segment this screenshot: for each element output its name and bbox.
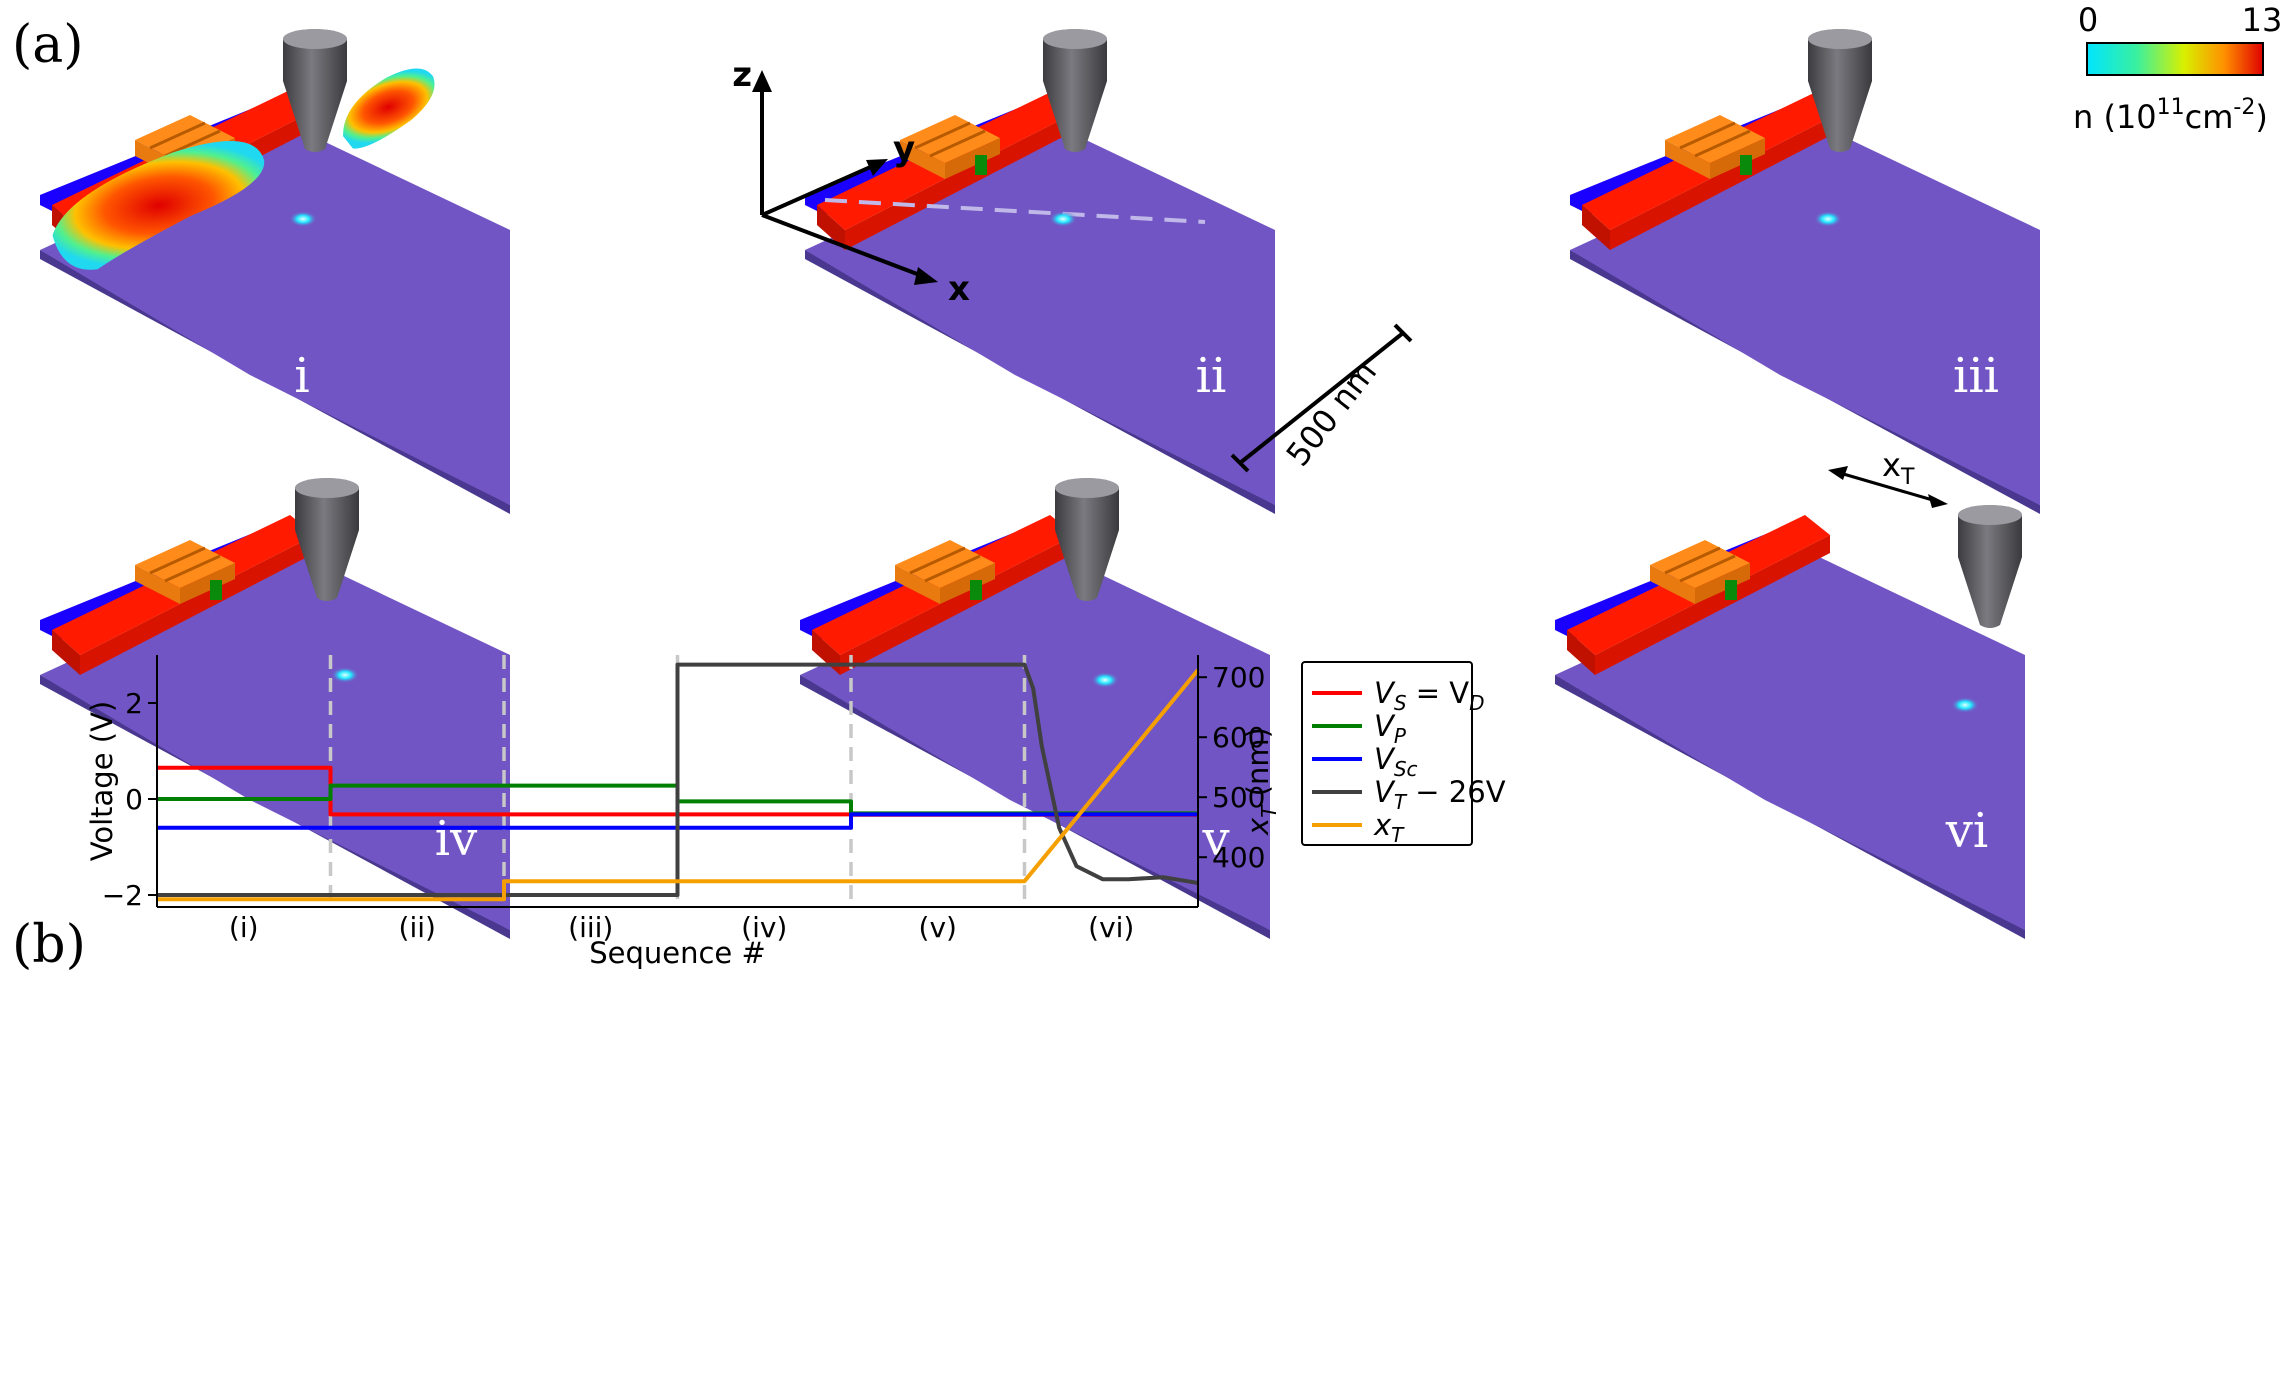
- scene-vi: vi: [1553, 505, 2027, 941]
- legend-entry: xT: [1373, 808, 1405, 847]
- scene-label-vi: vi: [1945, 803, 1988, 859]
- axes-3d: z y x: [732, 55, 970, 309]
- panel-b-label: (b): [12, 915, 86, 975]
- scale-bar-label: 500 nm: [1279, 353, 1384, 473]
- axis-z: z: [732, 55, 752, 95]
- panel-a-label: (a): [12, 15, 84, 75]
- legend-entry: VP: [1374, 709, 1407, 748]
- axis-x: x: [948, 269, 970, 309]
- colorbar-min: 0: [2078, 1, 2098, 39]
- tip-displacement-label: xT: [1882, 446, 1915, 490]
- scene-iv: iv: [38, 478, 512, 941]
- x-category-label: (vi): [1088, 911, 1134, 944]
- scene-label-iii: iii: [1953, 348, 1999, 404]
- colorbar-gradient: [2086, 42, 2264, 76]
- scene-label-ii: ii: [1196, 348, 1227, 404]
- density-lobe: [52, 141, 265, 270]
- x-axis-label: Sequence #: [589, 936, 766, 970]
- x-category-label: (iv): [741, 911, 787, 944]
- scene-label-i: i: [294, 348, 309, 404]
- series-line: [157, 662, 1199, 897]
- y-axis-label: Voltage (V): [85, 701, 119, 861]
- x-category-label: (v): [919, 911, 957, 944]
- series-line: [157, 812, 1198, 830]
- y2-tick-label: 500: [1212, 781, 1265, 814]
- legend-entry: VS = VD: [1374, 676, 1485, 715]
- density-lobe: [343, 68, 435, 149]
- axis-y: y: [893, 129, 915, 169]
- y-tick-label: 2: [125, 687, 143, 720]
- legend-entry: VSc: [1374, 742, 1418, 781]
- y2-axis-label: xT (nm): [1241, 727, 1281, 836]
- colorbar-label: n (1011cm-2): [2073, 95, 2268, 136]
- x-category-label: (i): [229, 911, 259, 944]
- scene-iii: iii: [1568, 29, 2042, 516]
- x-category-label: (ii): [399, 911, 436, 944]
- y-tick-label: 0: [125, 783, 143, 816]
- scene-i: i: [38, 29, 512, 516]
- y2-tick-label: 400: [1212, 841, 1265, 874]
- y-tick-label: −2: [102, 879, 143, 912]
- scene-label-iv: iv: [435, 811, 477, 867]
- scene-ii: ii: [803, 29, 1277, 516]
- x-category-label: (iii): [568, 911, 613, 944]
- y2-tick-label: 600: [1212, 721, 1265, 754]
- legend-box: [1301, 661, 1473, 846]
- chart: −202400500600700(i)(ii)(iii)(iv)(v)(vi) …: [85, 655, 1281, 970]
- tip-displacement-arrow: xT: [1828, 446, 1948, 508]
- y2-tick-label: 700: [1212, 661, 1265, 694]
- x-cut-line: [824, 198, 1206, 224]
- legend-entry: VT − 26V: [1374, 775, 1506, 814]
- colorbar: 0 13 n (1011cm-2): [2073, 1, 2280, 136]
- colorbar-max: 13: [2242, 1, 2280, 39]
- series-line: [157, 668, 1200, 902]
